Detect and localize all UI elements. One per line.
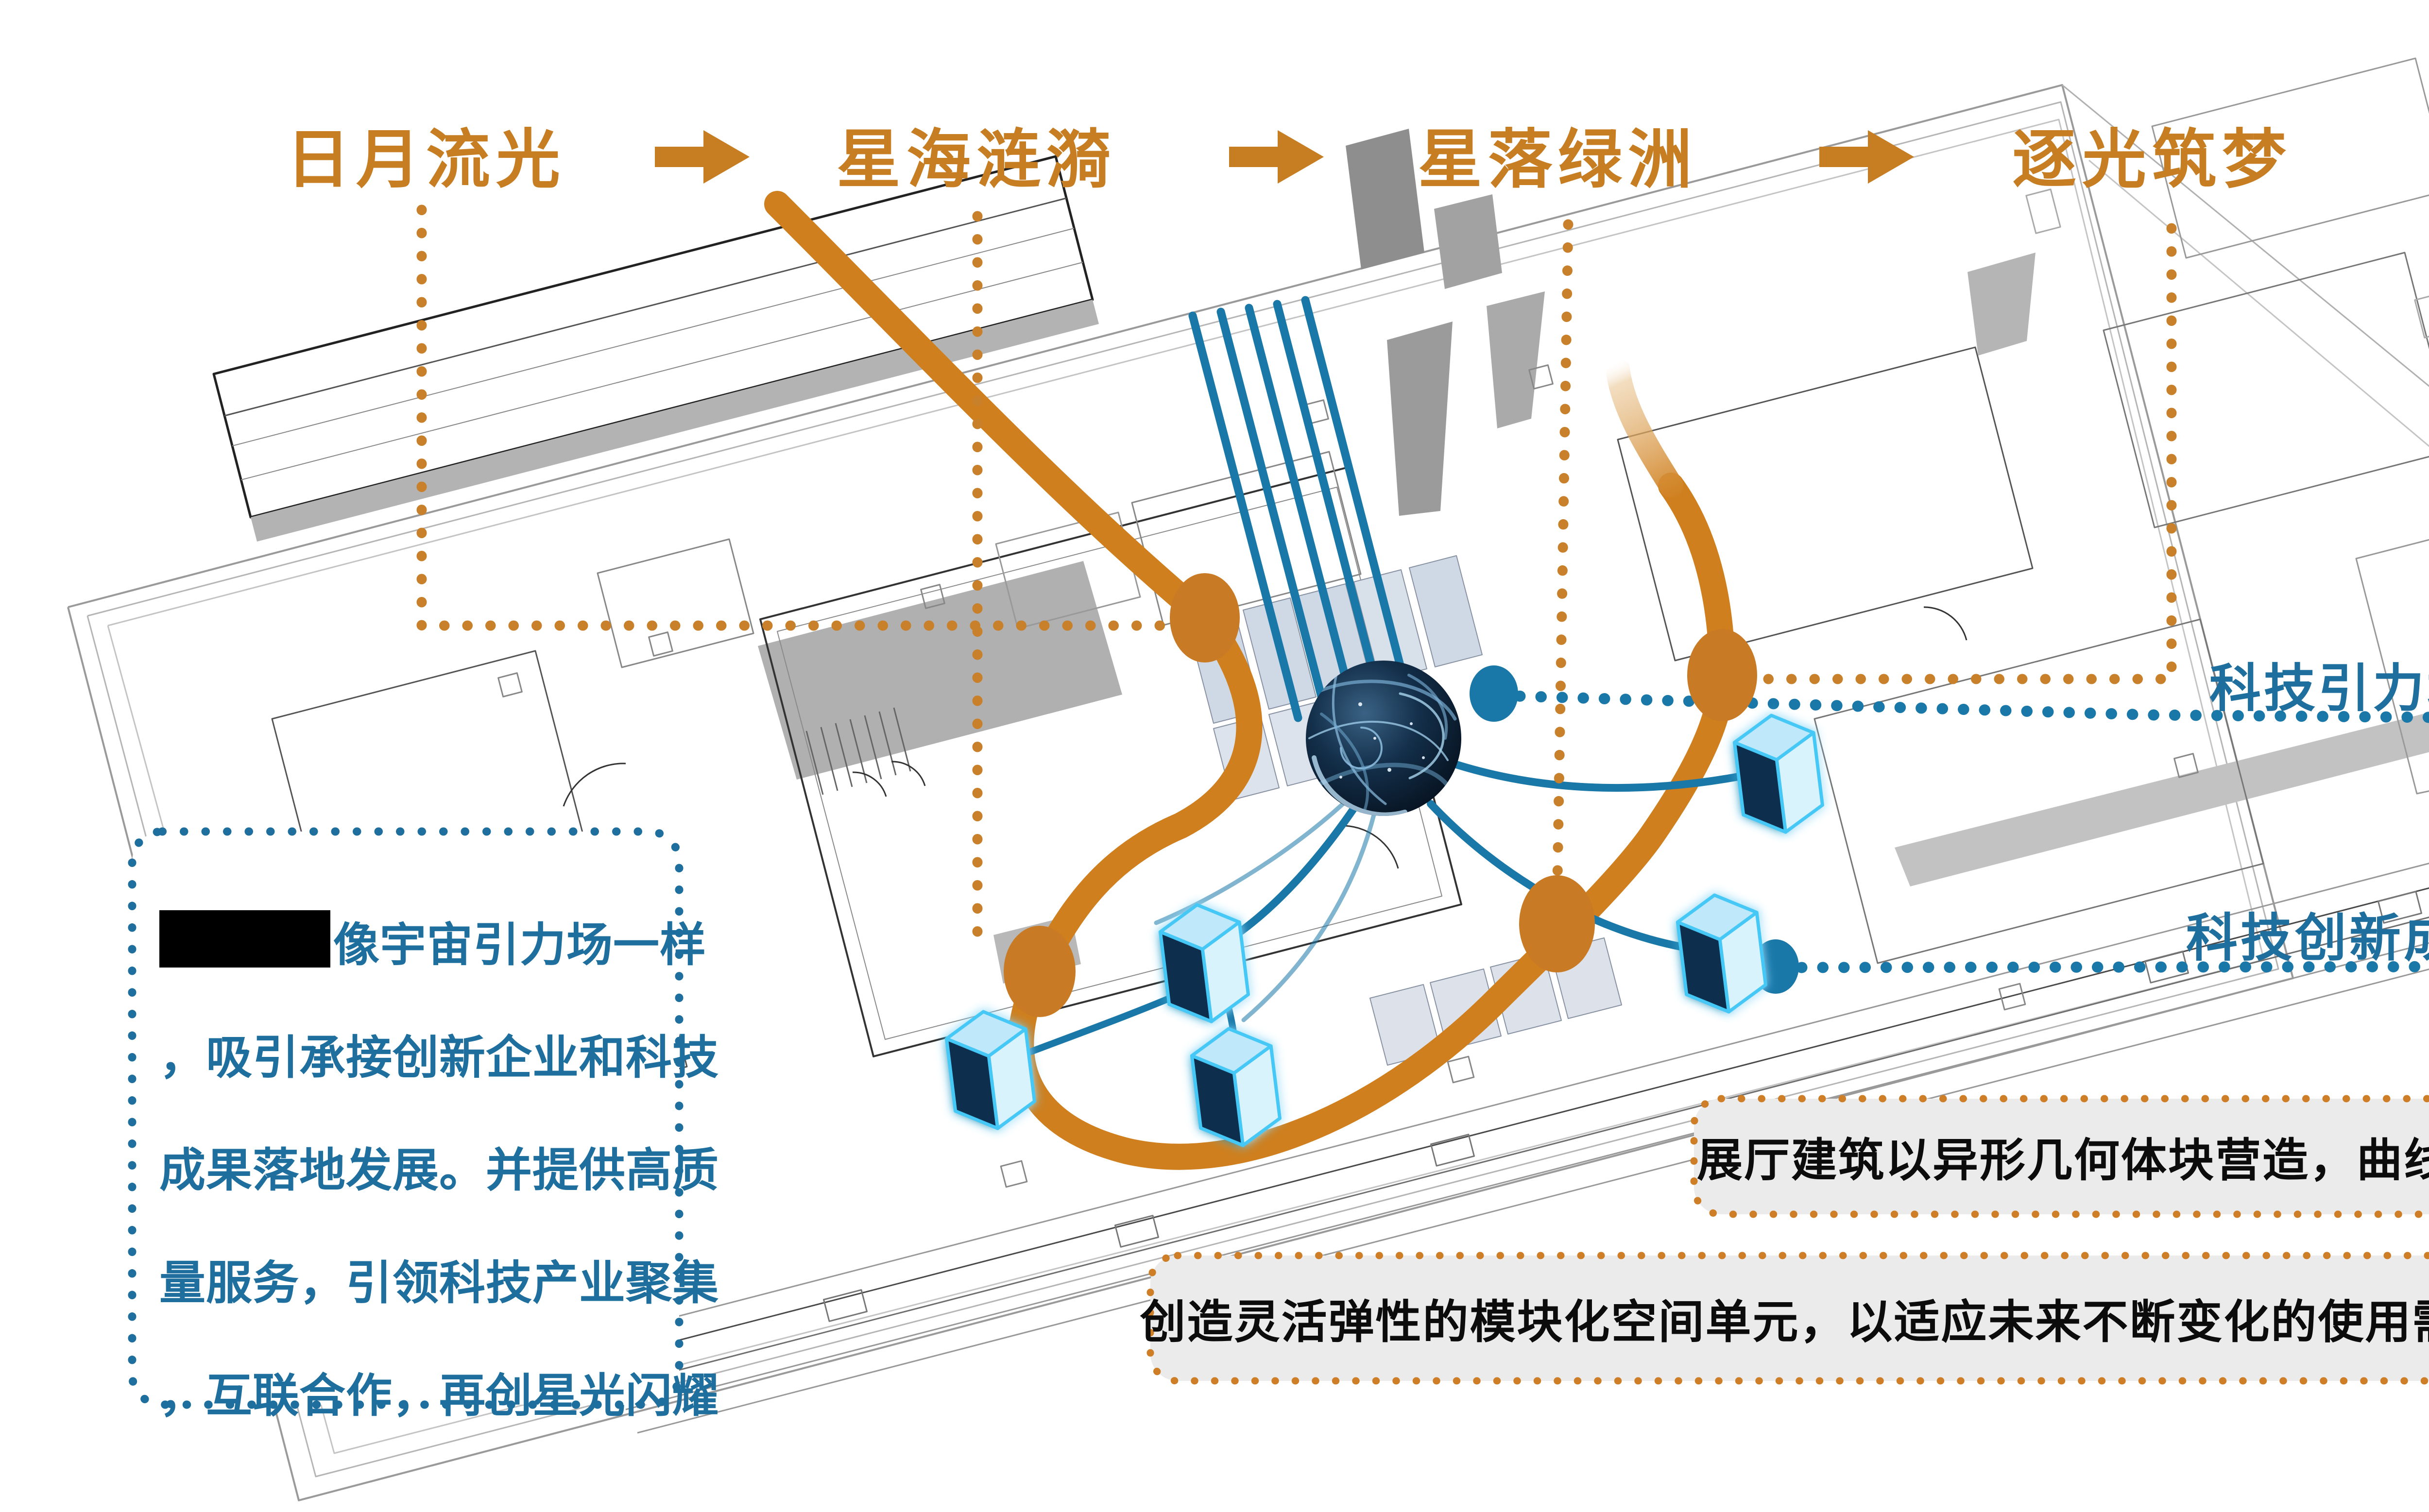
leader-line-3 [1552, 219, 1574, 884]
door-arcs [563, 606, 1967, 869]
stage-title-1: 日月流光 [286, 123, 566, 195]
neon-cube-icon [1732, 714, 1824, 834]
flow-sphere-icon [1306, 661, 1461, 816]
arrow-head [1868, 130, 1914, 184]
orange-node-icon [1170, 573, 1240, 663]
arrow-bar [655, 147, 706, 167]
bar-building [212, 155, 1099, 542]
right-arrow-icon [1819, 130, 1916, 184]
right-arrow-icon [1229, 130, 1326, 184]
callout-box-1: 展厅建筑以异形几何体块营造，曲线点缀 [1696, 1135, 2429, 1186]
label-gravity-field: 科技引力场 [2209, 660, 2429, 717]
right-arrow-icon [655, 130, 752, 184]
description-line: 量服务，引领科技产业聚集 [159, 1257, 719, 1309]
leader-line-1 [416, 204, 1170, 631]
orbit-curve-tail [764, 191, 1218, 631]
leader-lines [416, 204, 2177, 937]
blue-node-icon [1470, 665, 1518, 722]
description-box: 像宇宙引力场一样 ，吸引承接创新企业和科技 成果落地发展。并提供高质 量服务，引… [132, 832, 719, 1422]
neon-cube-icon [944, 1010, 1036, 1130]
label-innovation-results: 科技创新成果 [2186, 910, 2429, 967]
arrow-head [703, 130, 750, 184]
description-line: 成果落地发展。并提供高质 [159, 1145, 719, 1196]
description-line: ，互联合作，再创星光闪耀 [159, 1370, 719, 1422]
tech-cubes [944, 714, 1824, 1147]
label-leader-results [1775, 961, 2429, 973]
callout-box-2: 创造灵活弹性的模块化空间单元，以适应未来不断变化的使用需求 [1140, 1296, 2429, 1347]
description-line: ，吸引承接创新企业和科技 [159, 1032, 719, 1084]
stage-title-2: 星海涟漪 [837, 123, 1116, 195]
flow-lines [1188, 296, 1415, 722]
neon-cube-icon [1190, 1027, 1282, 1147]
facade-band [591, 863, 2429, 1434]
stage-title-3: 星落绿洲 [1418, 123, 1698, 195]
description-box-border [128, 827, 684, 1409]
orange-node-icon [1004, 926, 1076, 1017]
arrow-bar [1819, 147, 1870, 167]
callout-box-1-border [1690, 1095, 2429, 1218]
label-leader-gravity [1493, 690, 2429, 723]
label-leaders [1493, 690, 2429, 973]
neon-cube-icon [1158, 903, 1250, 1023]
neon-cube-icon [1676, 893, 1767, 1014]
orbit-curve-fading-tip [1606, 357, 1683, 498]
courtyard-room [759, 466, 1462, 1057]
stage-title-4: 逐光筑梦 [2012, 123, 2292, 195]
stair-hatch [805, 707, 911, 795]
orange-node-icon [1519, 875, 1595, 972]
orange-node-icon [1687, 629, 1757, 721]
description-line: 像宇宙引力场一样 [159, 889, 706, 1002]
arrow-bar [1229, 147, 1280, 167]
arrow-head [1278, 130, 1324, 184]
callout-box-2-border [1146, 1252, 2429, 1385]
orbit-nodes [1004, 573, 1757, 1017]
redacted-block [159, 910, 330, 968]
